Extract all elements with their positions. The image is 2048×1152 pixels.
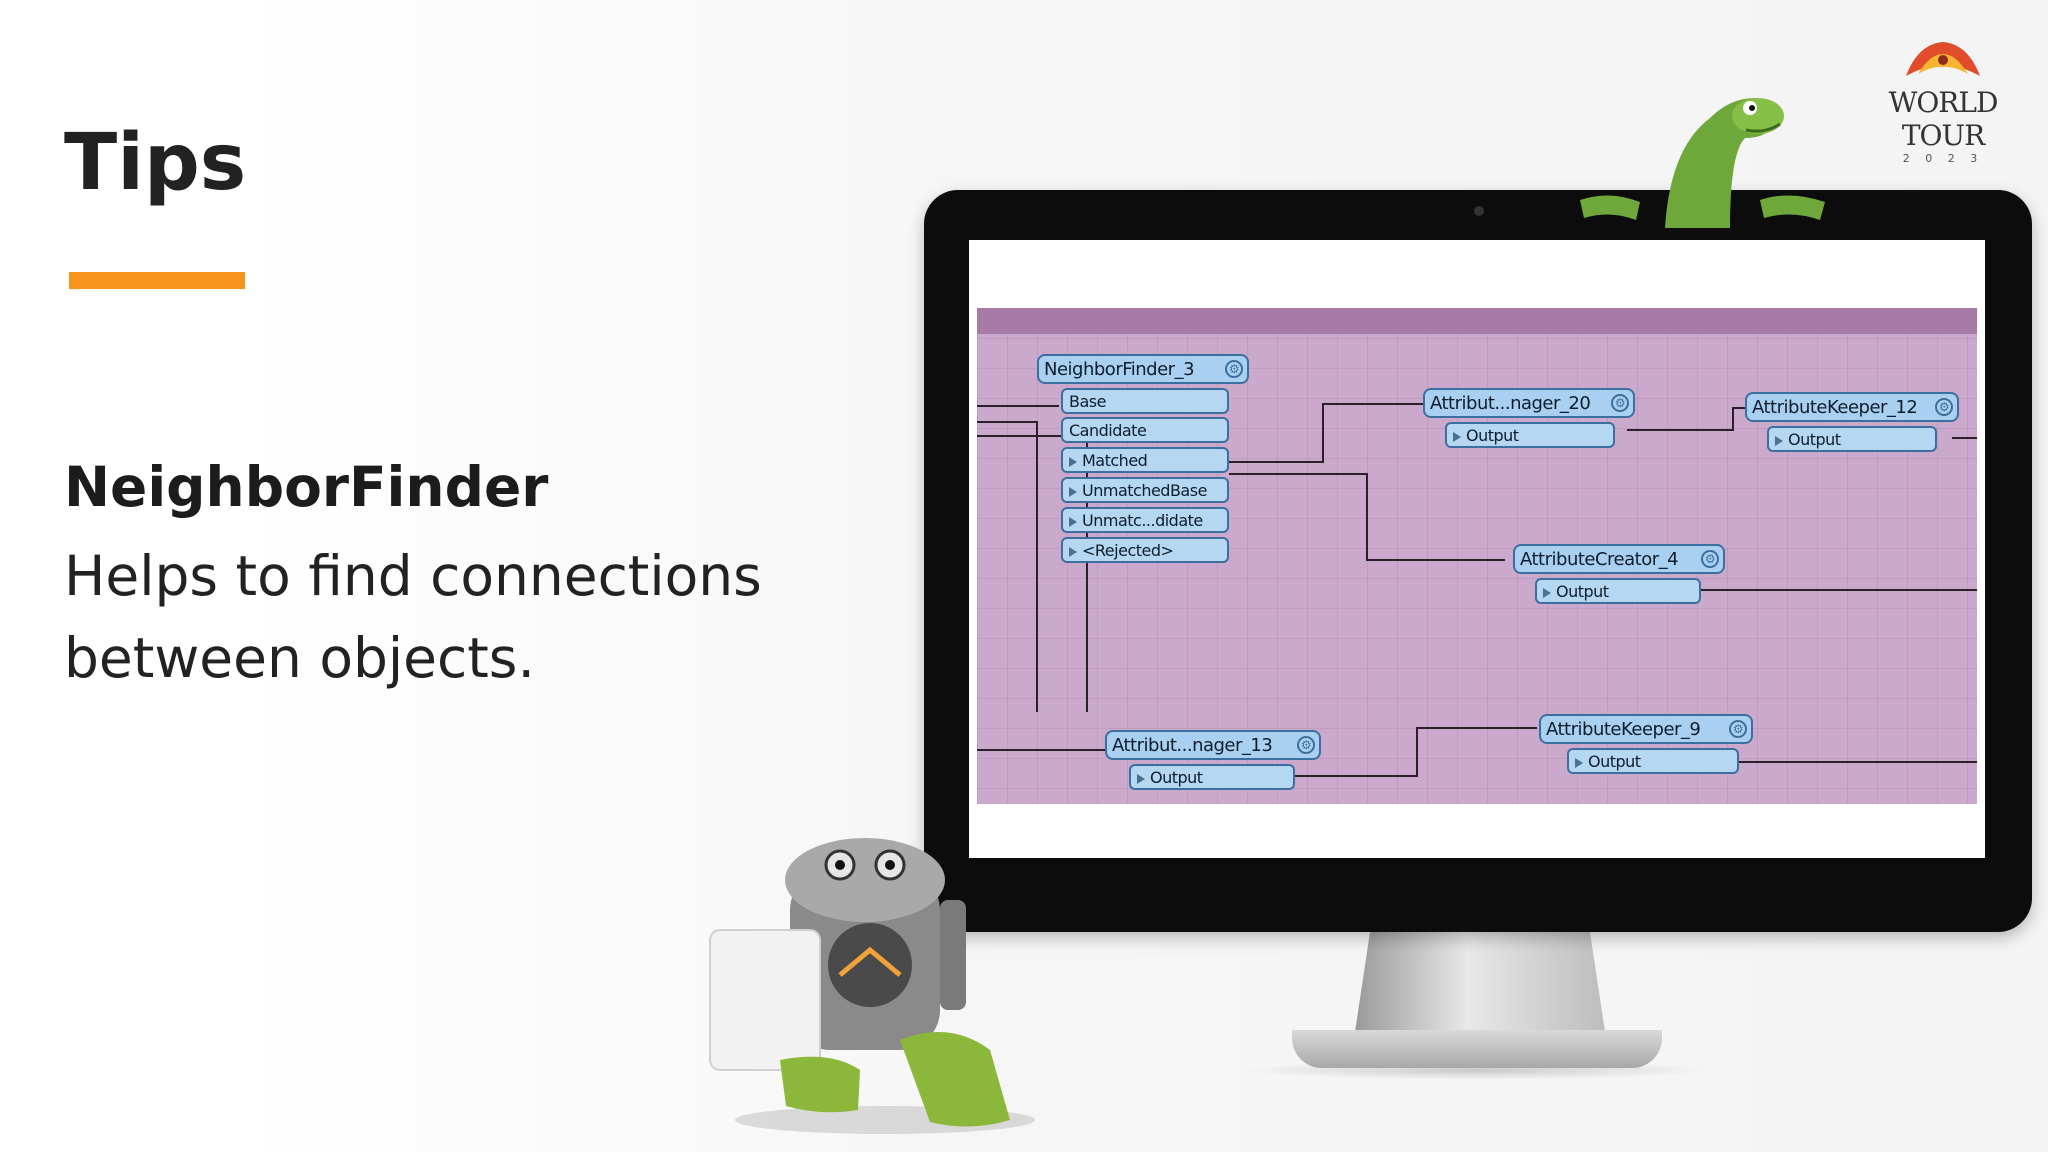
- port-label: Output: [1556, 582, 1609, 601]
- gear-icon[interactable]: ⚙: [1611, 394, 1629, 412]
- port-output[interactable]: Output: [1535, 578, 1701, 604]
- port-unmatched-base[interactable]: UnmatchedBase: [1061, 477, 1229, 503]
- port-unmatched-candidate[interactable]: Unmatc...didate: [1061, 507, 1229, 533]
- node-title: NeighborFinder_3: [1044, 359, 1195, 380]
- gear-icon[interactable]: ⚙: [1701, 550, 1719, 568]
- monitor-stand: [1355, 932, 1605, 1032]
- tip-title: NeighborFinder: [64, 455, 549, 519]
- logo-year: 2 0 2 3: [1902, 152, 1984, 165]
- port-output[interactable]: Output: [1567, 748, 1739, 774]
- gear-icon[interactable]: ⚙: [1729, 720, 1747, 738]
- node-title: AttributeKeeper_12: [1752, 397, 1918, 418]
- play-icon: [1775, 435, 1783, 446]
- gear-icon[interactable]: ⚙: [1935, 398, 1953, 416]
- port-label: Output: [1150, 768, 1203, 787]
- port-rejected[interactable]: <Rejected>: [1061, 537, 1229, 563]
- slide-title: Tips: [64, 118, 247, 208]
- node-title: Attribut...nager_13: [1112, 735, 1273, 756]
- node-attribute-keeper-12[interactable]: AttributeKeeper_12 ⚙: [1745, 392, 1959, 422]
- port-matched[interactable]: Matched: [1061, 447, 1229, 473]
- port-label: Base: [1069, 392, 1106, 411]
- node-title: Attribut...nager_20: [1430, 393, 1591, 414]
- monitor-stand-base: [1292, 1030, 1662, 1068]
- camera-icon: [1474, 206, 1484, 216]
- port-label: Unmatc...didate: [1082, 511, 1203, 530]
- port-label: UnmatchedBase: [1082, 481, 1207, 500]
- node-attribute-manager-20[interactable]: Attribut...nager_20 ⚙: [1423, 388, 1635, 418]
- play-icon: [1069, 516, 1077, 527]
- port-label: Matched: [1082, 451, 1148, 470]
- tip-description: Helps to find connections between object…: [64, 544, 762, 690]
- play-icon: [1069, 546, 1077, 557]
- port-base[interactable]: Base: [1061, 388, 1229, 414]
- port-output[interactable]: Output: [1129, 764, 1295, 790]
- play-icon: [1543, 587, 1551, 598]
- port-label: Output: [1588, 752, 1641, 771]
- node-neighborfinder[interactable]: NeighborFinder_3 ⚙: [1037, 354, 1249, 384]
- port-output[interactable]: Output: [1767, 426, 1937, 452]
- gear-icon[interactable]: ⚙: [1297, 736, 1315, 754]
- fme-flame-icon: [1906, 42, 1980, 76]
- logo-text: WORLD TOUR: [1888, 86, 1999, 152]
- canvas-header-bar: [977, 308, 1977, 334]
- port-label: Candidate: [1069, 421, 1147, 440]
- title-accent-bar: [69, 272, 245, 289]
- port-label: Output: [1466, 426, 1519, 445]
- robot-mascot-icon: [709, 838, 1035, 1134]
- node-title: AttributeCreator_4: [1520, 549, 1679, 570]
- lizard-mascot-icon: [1580, 98, 1825, 228]
- node-attribute-manager-13[interactable]: Attribut...nager_13 ⚙: [1105, 730, 1321, 760]
- play-icon: [1069, 486, 1077, 497]
- play-icon: [1137, 773, 1145, 784]
- gear-icon[interactable]: ⚙: [1225, 360, 1243, 378]
- port-label: <Rejected>: [1082, 541, 1174, 560]
- play-icon: [1453, 431, 1461, 442]
- play-icon: [1069, 456, 1077, 467]
- workflow-canvas[interactable]: NeighborFinder_3 ⚙ Base Candidate Matche…: [977, 308, 1977, 804]
- node-title: AttributeKeeper_9: [1546, 719, 1701, 740]
- play-icon: [1575, 757, 1583, 768]
- port-label: Output: [1788, 430, 1841, 449]
- node-attribute-creator-4[interactable]: AttributeCreator_4 ⚙: [1513, 544, 1725, 574]
- port-output[interactable]: Output: [1445, 422, 1615, 448]
- node-attribute-keeper-9[interactable]: AttributeKeeper_9 ⚙: [1539, 714, 1753, 744]
- port-candidate[interactable]: Candidate: [1061, 417, 1229, 443]
- monitor: NeighborFinder_3 ⚙ Base Candidate Matche…: [924, 190, 2032, 932]
- monitor-screen: NeighborFinder_3 ⚙ Base Candidate Matche…: [969, 240, 1985, 858]
- world-tour-logo: WORLD TOUR 2 0 2 3: [1868, 36, 2018, 165]
